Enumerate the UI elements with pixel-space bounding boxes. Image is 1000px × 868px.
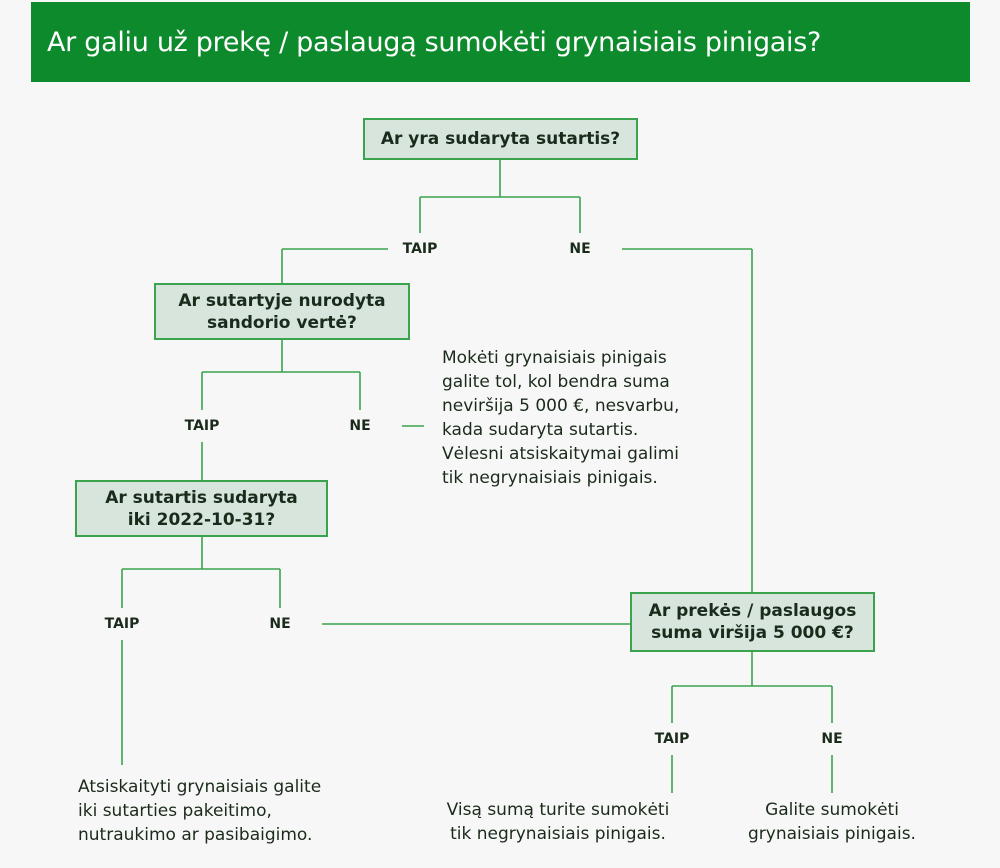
question-box-amount: Ar prekės / paslaugos suma viršija 5 000… [630,592,875,652]
label-q1-no: NE [569,241,591,257]
outcome-q2-no: Mokėti grynaisiais pinigais galite tol, … [442,348,680,488]
question-box-contract: Ar yra sudaryta sutartis? [363,118,638,160]
label-q1-yes: TAIP [402,241,438,257]
label-q2-no: NE [349,418,371,434]
label-q4-yes: TAIP [654,731,690,747]
outcome-q3-yes: Atsiskaityti grynaisiais galite iki suta… [78,777,322,845]
label-q3-yes: TAIP [104,616,140,632]
label-q4-no: NE [821,731,843,747]
question-box-value: Ar sutartyje nurodyta sandorio vertė? [154,283,410,340]
label-q3-no: NE [269,616,291,632]
question-box-date: Ar sutartis sudaryta iki 2022-10-31? [75,480,328,537]
question-text: Ar prekės / paslaugos suma viršija 5 000… [648,601,857,643]
page-title: Ar galiu už prekę / paslaugą sumokėti gr… [47,26,822,58]
outcome-q4-no: Galite sumokėti grynaisiais pinigais. [748,800,916,844]
label-q2-yes: TAIP [184,418,220,434]
question-text: Ar sutartis sudaryta iki 2022-10-31? [105,487,298,530]
title-banner: Ar galiu už prekę / paslaugą sumokėti gr… [31,2,970,82]
question-text: Ar yra sudaryta sutartis? [380,129,621,149]
outcome-q4-yes: Visą sumą turite sumokėti tik negrynaisi… [446,800,670,844]
question-text: Ar sutartyje nurodyta sandorio vertė? [178,290,386,333]
